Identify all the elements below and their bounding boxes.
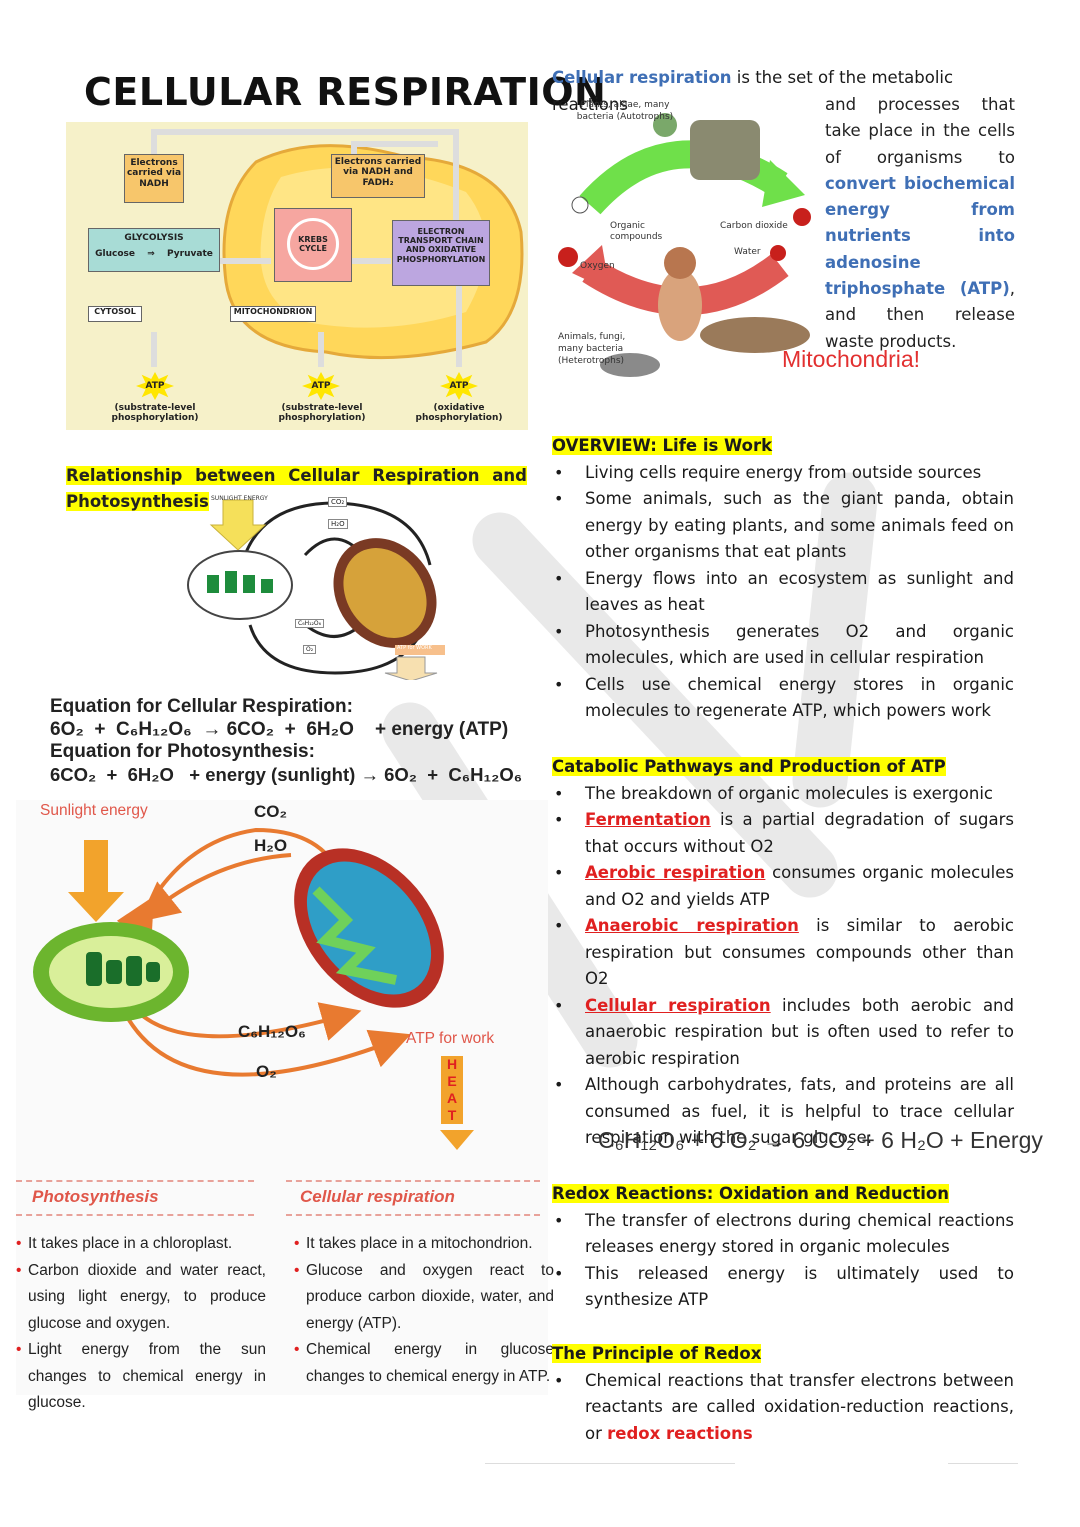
intro-term: Cellular respiration — [552, 68, 732, 87]
glycolysis-box: GLYCOLYSIS Glucose ⇒ Pyruvate — [88, 228, 220, 272]
organic-compounds-label: Organic compounds — [610, 221, 663, 242]
mitochondria-caption: Mitochondria! — [782, 346, 921, 372]
intro-paragraph: and processes that take place in the cel… — [825, 92, 1015, 355]
divider — [485, 1463, 735, 1464]
list-item: Some animals, such as the giant panda, o… — [554, 486, 1014, 566]
list-item: Photosynthesis generates O2 and organic … — [554, 619, 1014, 672]
photosynthesis-list: It takes place in a chloroplast. Carbon … — [16, 1231, 266, 1417]
o2-label-big: O₂ — [256, 1062, 277, 1081]
overview-list: Living cells require energy from outside… — [552, 460, 1014, 725]
glucose-equation: C₆H₁₂O₆ + 6 O₂ → 6 CO₂ + 6 H₂O + Energy — [598, 1127, 1043, 1153]
big-cycle-graphic — [33, 827, 474, 1150]
etc-box: ELECTRON TRANSPORT CHAIN AND OXIDATIVE P… — [392, 220, 490, 286]
cellular-term: Cellular respiration — [585, 995, 771, 1015]
arrow-icon: ⇒ — [147, 249, 155, 260]
cellular-respiration-heading: Cellular respiration — [300, 1187, 455, 1206]
principle-section: The Principle of Redox Chemical reaction… — [552, 1341, 1014, 1447]
list-item: It takes place in a mitochondrion. — [294, 1231, 554, 1258]
small-c6-label: C₆H₁₂O₆ — [295, 619, 325, 628]
catabolic-list: The breakdown of organic molecules is ex… — [552, 781, 1014, 1152]
list-item: Fermentation is a partial degradation of… — [554, 807, 1014, 860]
krebs-box: KREBS CYCLE — [274, 208, 352, 282]
intro-first-line: Cellular respiration is the set of the m… — [552, 65, 1014, 118]
photosynthesis-heading: Photosynthesis — [32, 1187, 159, 1206]
glycolysis-label: GLYCOLYSIS — [124, 233, 184, 243]
list-item: Light energy from the sun changes to che… — [16, 1337, 266, 1417]
atp-for-work-label: ATP for work — [406, 1030, 495, 1047]
list-item: Anaerobic respiration is similar to aero… — [554, 913, 1014, 993]
list-item: Chemical energy in glucose changes to ch… — [294, 1337, 554, 1390]
list-item: The breakdown of organic molecules is ex… — [554, 781, 1014, 808]
anaerobic-term: Anaerobic respiration — [585, 916, 799, 935]
energy-cycle-illustration: Plants, algae, many bacteria (Autotrophs… — [550, 95, 820, 405]
list-item: The transfer of electrons during chemica… — [554, 1208, 1014, 1261]
catabolic-section: Catabolic Pathways and Production of ATP… — [552, 754, 1014, 1152]
small-o2-label: O₂ — [303, 645, 317, 654]
list-item: Cells use chemical energy stores in orga… — [554, 672, 1014, 725]
relationship-heading: Relationship between Cellular Respiratio… — [66, 466, 527, 511]
redox-heading: Redox Reactions: Oxidation and Reduction — [552, 1184, 949, 1203]
intro-body-b: , and then release waste products. — [825, 279, 1015, 351]
list-item: Although carbohydrates, fats, and protei… — [554, 1072, 1014, 1152]
list-item: Cellular respiration includes both aerob… — [554, 993, 1014, 1073]
water-label: Water — [734, 247, 761, 257]
photosynthesis-respiration-diagram: Sunlight energy CO₂ H₂O C₆H₁₂O₆ O₂ ATP f… — [16, 800, 554, 1411]
small-co2-label: CO₂ — [328, 497, 348, 507]
nadh-box: Electrons carried via NADH — [124, 154, 184, 203]
intro-body-a: and processes that take place in the cel… — [825, 95, 1015, 167]
cytosol-label: CYTOSOL — [88, 306, 142, 322]
redox-term: redox reactions — [607, 1423, 753, 1443]
atp-note-2: (substrate-level phosphorylation) — [278, 403, 366, 423]
redox-list: The transfer of electrons during chemica… — [552, 1208, 1014, 1314]
fermentation-term: Fermentation — [585, 810, 711, 829]
pyruvate-label: Pyruvate — [167, 249, 213, 260]
oxygen-label: Oxygen — [580, 261, 615, 271]
heterotrophs-label: Animals, fungi, many bacteria (Heterotro… — [558, 332, 626, 366]
h2o-label-big: H₂O — [254, 836, 288, 855]
resp-eq: 6O₂ + C₆H₁₂O₆ → 6CO₂ + 6H₂O + energy (AT… — [50, 719, 509, 740]
aerobic-term: Aerobic respiration — [585, 863, 766, 882]
intro-highlight: convert biochemical energy from nutrient… — [825, 173, 1015, 299]
atp-note-1: (substrate-level phosphorylation) — [111, 403, 199, 423]
small-sunlight-label: SUNLIGHT ENERGY — [211, 495, 268, 502]
mitochondrion-label: MITOCHONDRION — [230, 306, 316, 322]
krebs-label: KREBS CYCLE — [298, 234, 328, 253]
cycle-graphic — [558, 113, 811, 377]
principle-list: Chemical reactions that transfer electro… — [552, 1368, 1014, 1448]
redox-section: Redox Reactions: Oxidation and Reduction… — [552, 1181, 1014, 1314]
list-item: Energy flows into an ecosystem as sunlig… — [554, 566, 1014, 619]
glucose-label: Glucose — [95, 249, 135, 260]
resp-eq-title: Equation for Cellular Respiration: — [50, 696, 353, 717]
small-h2o-label: H₂O — [328, 519, 348, 529]
autotrophs-label: Plants, algae, many bacteria (Autotrophs… — [576, 100, 674, 122]
divider — [948, 1463, 1018, 1464]
list-item: Glucose and oxygen react to produce carb… — [294, 1258, 554, 1338]
list-item: It takes place in a chloroplast. — [16, 1231, 266, 1258]
list-item: Chemical reactions that transfer electro… — [554, 1368, 1014, 1448]
list-item: Living cells require energy from outside… — [554, 460, 1014, 487]
small-atp-label: ATP for WORK — [397, 645, 432, 651]
respiration-list: It takes place in a mitochondrion. Gluco… — [294, 1231, 554, 1390]
overview-heading: OVERVIEW: Life is Work — [552, 436, 773, 455]
atp-note-3: (oxidative phosphorylation) — [415, 403, 503, 423]
heat-column: H E A T — [441, 1056, 463, 1124]
respiration-overview-diagram: Electrons carried via NADH Electrons car… — [66, 122, 528, 430]
nadh-fadh-box: Electrons carried via NADH and FADH₂ — [331, 154, 425, 198]
principle-heading: The Principle of Redox — [552, 1344, 762, 1363]
intro-line1: is the set of the metabolic reactions — [552, 68, 954, 114]
list-item: Carbon dioxide and water react, using li… — [16, 1258, 266, 1338]
catabolic-heading: Catabolic Pathways and Production of ATP — [552, 757, 946, 776]
co2-label-big: CO₂ — [254, 802, 288, 821]
page-title: CELLULAR RESPIRATION — [84, 70, 607, 114]
overview-section: OVERVIEW: Life is Work Living cells requ… — [552, 433, 1014, 725]
photo-eq: 6CO₂ + 6H₂O + energy (sunlight) → 6O₂ + … — [50, 764, 523, 785]
small-cycle-diagram: SUNLIGHT ENERGY CO₂ H₂O C₆H₁₂O₆ O₂ ATP f… — [185, 495, 455, 682]
photo-eq-title: Equation for Photosynthesis: — [50, 741, 315, 762]
glucose-label-big: C₆H₁₂O₆ — [238, 1022, 306, 1041]
sunlight-energy-label: Sunlight energy — [40, 802, 148, 819]
list-item: This released energy is ultimately used … — [554, 1261, 1014, 1314]
small-cycle-graphic — [187, 499, 445, 682]
co2-label: Carbon dioxide — [720, 221, 788, 231]
list-item: Aerobic respiration consumes organic mol… — [554, 860, 1014, 913]
